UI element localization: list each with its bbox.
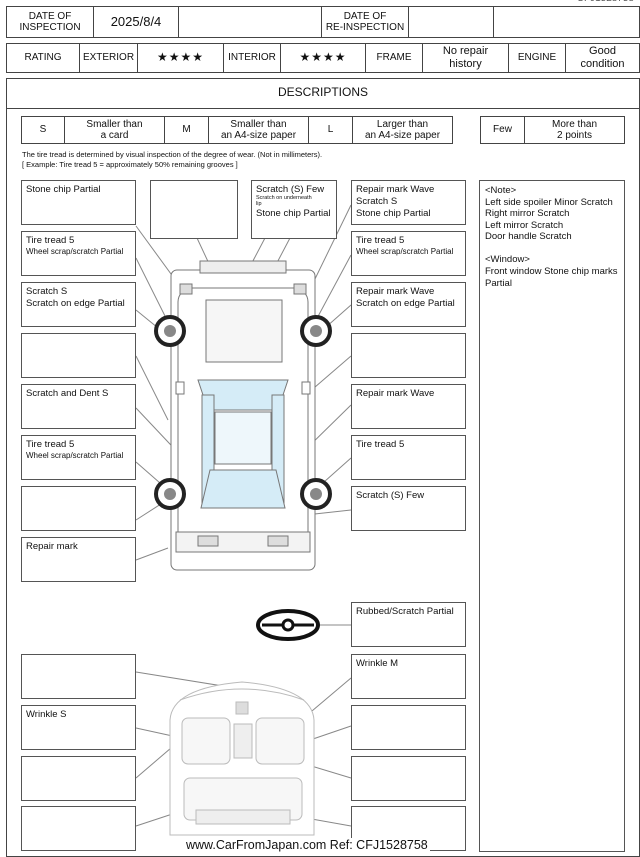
damage-box-right-7: Scratch (S) Few — [351, 486, 466, 531]
frame-value: No repair history — [422, 43, 509, 73]
damage-box-right-5: Repair mark Wave — [351, 384, 466, 429]
engine-value: Good condition — [565, 43, 640, 73]
damage-text: Tire tread 5 — [356, 439, 405, 450]
car-top-view — [170, 260, 316, 571]
legend-few-text: More than 2 points — [524, 116, 625, 144]
interior-box-right-2 — [351, 705, 466, 750]
corner-reference-id: CFJ1528758 — [577, 0, 634, 4]
damage-box-steering: Rubbed/Scratch Partial — [351, 602, 466, 647]
legend-l-text: Larger than an A4-size paper — [352, 116, 453, 144]
damage-box-left-7 — [21, 486, 136, 531]
interior-seat-diagram — [169, 681, 315, 836]
damage-subtext: Wheel scrap/scratch Partial — [26, 246, 124, 256]
damage-text: Repair mark Wave — [356, 388, 435, 399]
damage-text: Repair mark — [26, 541, 78, 552]
interior-box-right-3 — [351, 756, 466, 801]
steering-wheel-icon — [256, 609, 320, 641]
damage-text: Tire tread 5 — [356, 235, 405, 246]
damage-text: Scratch S — [26, 286, 68, 297]
interior-box-right-1: Wrinkle M — [351, 654, 466, 699]
descriptions-title: DESCRIPTIONS — [6, 78, 640, 109]
interior-box-left-3 — [21, 756, 136, 801]
damage-box-left-1: Stone chip Partial — [21, 180, 136, 225]
damage-fine-print: Scratch on underneath lip — [256, 194, 312, 207]
damage-text: Stone chip Partial — [26, 184, 101, 195]
damage-text: Scratch (S) Few — [256, 184, 325, 195]
interior-box-left-1 — [21, 654, 136, 699]
tread-note-1: The tire tread is determined by visual i… — [22, 150, 323, 159]
interior-box-left-2: Wrinkle S — [21, 705, 136, 750]
damage-box-left-4 — [21, 333, 136, 378]
damage-box-right-6: Tire tread 5 — [351, 435, 466, 480]
damage-subtext: Wheel scrap/scratch Partial — [356, 246, 454, 256]
tread-note-2: [ Example: Tire tread 5 = approximately … — [22, 160, 238, 169]
damage-subtext: Scratch on edge Partial — [356, 297, 455, 309]
damage-subtext: Scratch on edge Partial — [26, 297, 125, 309]
damage-text: Scratch (S) Few — [356, 490, 425, 501]
damage-subtext: Scratch S Stone chip Partial — [356, 195, 431, 219]
footer-reference: www.CarFromJapan.com Ref: CFJ1528758 — [184, 838, 430, 852]
damage-text: Tire tread 5 — [26, 235, 75, 246]
notes-panel: <Note> Left side spoiler Minor Scratch R… — [479, 180, 625, 852]
damage-box-right-4 — [351, 333, 466, 378]
damage-box-left-5: Scratch and Dent S — [21, 384, 136, 429]
damage-box-left-8: Repair mark — [21, 537, 136, 582]
damage-text: Repair mark Wave — [356, 184, 435, 195]
damage-text: Tire tread 5 — [26, 439, 75, 450]
damage-subtext: Stone chip Partial — [256, 208, 331, 220]
damage-text: Repair mark Wave — [356, 286, 435, 297]
damage-text: Scratch and Dent S — [26, 388, 109, 399]
damage-subtext: Wheel scrap/scratch Partial — [26, 450, 124, 460]
damage-box-top-center-blank — [150, 180, 238, 239]
interior-box-left-4 — [21, 806, 136, 851]
